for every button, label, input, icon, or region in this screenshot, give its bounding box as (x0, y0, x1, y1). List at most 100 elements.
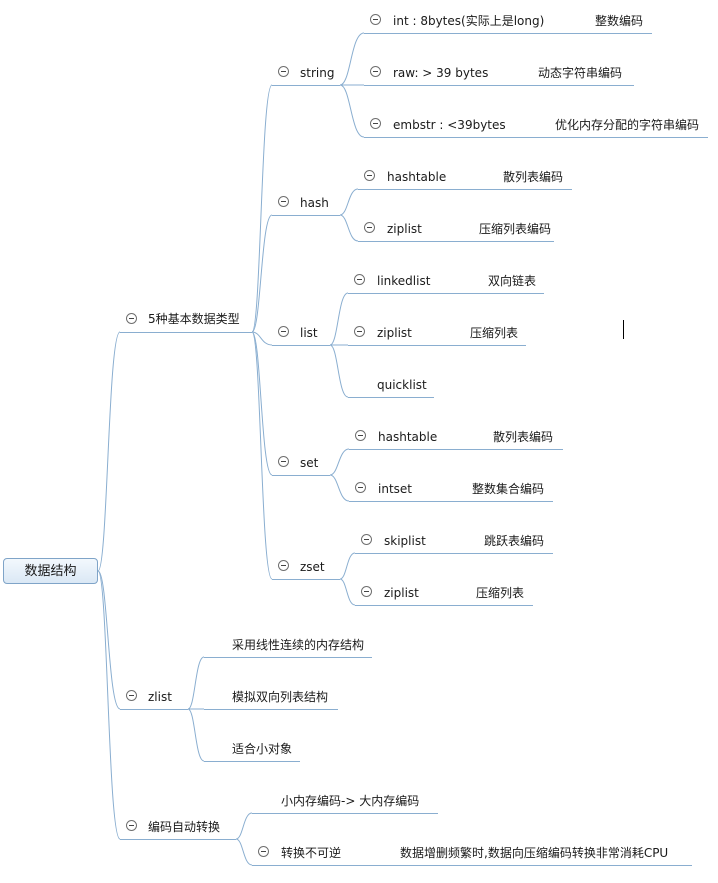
topic-string[interactable]: string (300, 66, 335, 80)
collapse-toggle-icon[interactable] (370, 14, 381, 25)
zlist-item-small-objects[interactable]: 适合小对象 (232, 742, 293, 756)
encoding-hashtable[interactable]: hashtable (387, 170, 447, 184)
connector-line (339, 214, 359, 242)
note-hashtable: 散列表编码 (493, 430, 554, 444)
connector-line (235, 838, 253, 866)
underline (348, 293, 544, 294)
note-skiplist: 跳跃表编码 (484, 534, 545, 548)
underline (204, 657, 372, 658)
connector-line (97, 570, 121, 840)
connector-line (339, 552, 356, 580)
underline (358, 189, 572, 190)
connector-line (339, 578, 356, 606)
connector-line (187, 656, 205, 710)
connector-line (329, 474, 350, 502)
encoding-raw[interactable]: raw: > 39 bytes (393, 66, 489, 80)
collapse-toggle-icon[interactable] (355, 482, 366, 493)
connector-line (251, 331, 273, 346)
encoding-int[interactable]: int : 8bytes(实际上是long) (393, 14, 545, 28)
underline (355, 553, 553, 554)
connector-line (97, 570, 121, 710)
note-ziplist: 压缩列表编码 (479, 222, 552, 236)
underline (349, 449, 563, 450)
root-topic[interactable]: 数据结构 (3, 558, 98, 584)
note-ziplist: 压缩列表 (476, 586, 525, 600)
zlist-item-doubly-list[interactable]: 模拟双向列表结构 (232, 690, 329, 704)
note-int: 整数编码 (595, 14, 644, 28)
connector-line (251, 84, 273, 333)
underline (348, 397, 434, 398)
encoding-skiplist[interactable]: skiplist (384, 534, 426, 548)
zlist-item-linear-memory[interactable]: 采用线性连续的内存结构 (232, 638, 365, 652)
underline (355, 605, 533, 606)
underline (120, 709, 188, 710)
collapse-toggle-icon[interactable] (354, 274, 365, 285)
connector-line (187, 708, 205, 762)
topic-zset[interactable]: zset (300, 560, 325, 574)
encoding-linkedlist[interactable]: linkedlist (377, 274, 431, 288)
underline (204, 709, 338, 710)
underline (252, 813, 438, 814)
collapse-toggle-icon[interactable] (278, 66, 289, 77)
encoding-ziplist[interactable]: ziplist (377, 326, 412, 340)
collapse-toggle-icon[interactable] (364, 222, 375, 233)
collapse-toggle-icon[interactable] (258, 846, 269, 857)
collapse-toggle-icon[interactable] (278, 196, 289, 207)
connector-line (235, 812, 253, 840)
underline (272, 215, 340, 216)
encoding-hashtable[interactable]: hashtable (378, 430, 438, 444)
note-hashtable: 散列表编码 (503, 170, 564, 184)
topic-basic-types[interactable]: 5种基本数据类型 (148, 312, 240, 326)
collapse-toggle-icon[interactable] (364, 170, 375, 181)
encoding-embstr[interactable]: embstr : <39bytes (393, 118, 506, 132)
collapse-toggle-icon[interactable] (370, 118, 381, 129)
collapse-toggle-icon[interactable] (355, 430, 366, 441)
collapse-toggle-icon[interactable] (126, 690, 137, 701)
topic-hash[interactable]: hash (300, 196, 329, 210)
underline (272, 579, 340, 580)
note-irreversible: 数据增删频繁时,数据向压缩编码转换非常消耗CPU (400, 846, 669, 860)
underline (358, 241, 554, 242)
collapse-toggle-icon[interactable] (361, 534, 372, 545)
connector-line (329, 448, 350, 476)
connector-line (251, 214, 273, 333)
encoding-quicklist[interactable]: quicklist (377, 378, 427, 392)
encoding-ziplist[interactable]: ziplist (384, 586, 419, 600)
collapse-toggle-icon[interactable] (126, 313, 137, 324)
underline (252, 865, 692, 866)
underline (120, 839, 236, 840)
underline (272, 85, 340, 86)
connector-line (329, 344, 349, 398)
topic-list[interactable]: list (300, 326, 318, 340)
note-ziplist: 压缩列表 (470, 326, 519, 340)
underline (349, 501, 553, 502)
connector-line (251, 331, 273, 580)
topic-auto-encoding[interactable]: 编码自动转换 (148, 820, 221, 834)
underline (364, 137, 708, 138)
connector-line (339, 84, 365, 138)
collapse-toggle-icon[interactable] (361, 586, 372, 597)
collapse-toggle-icon[interactable] (278, 456, 289, 467)
topic-zlist[interactable]: zlist (148, 690, 172, 704)
connector-line (339, 188, 359, 216)
underline (272, 475, 330, 476)
connector-line (339, 32, 365, 86)
note-embstr: 优化内存分配的字符串编码 (555, 118, 700, 132)
connector-line (251, 331, 273, 476)
encoding-irreversible[interactable]: 转换不可逆 (281, 846, 342, 860)
underline (272, 345, 330, 346)
encoding-ziplist[interactable]: ziplist (387, 222, 422, 236)
topic-set[interactable]: set (300, 456, 319, 470)
encoding-intset[interactable]: intset (378, 482, 412, 496)
collapse-toggle-icon[interactable] (278, 560, 289, 571)
collapse-toggle-icon[interactable] (370, 66, 381, 77)
collapse-toggle-icon[interactable] (278, 326, 289, 337)
collapse-toggle-icon[interactable] (126, 820, 137, 831)
text-cursor (623, 320, 624, 339)
note-raw: 动态字符串编码 (538, 66, 623, 80)
encoding-small-to-large[interactable]: 小内存编码-> 大内存编码 (281, 794, 420, 808)
underline (204, 761, 300, 762)
collapse-toggle-icon[interactable] (354, 326, 365, 337)
